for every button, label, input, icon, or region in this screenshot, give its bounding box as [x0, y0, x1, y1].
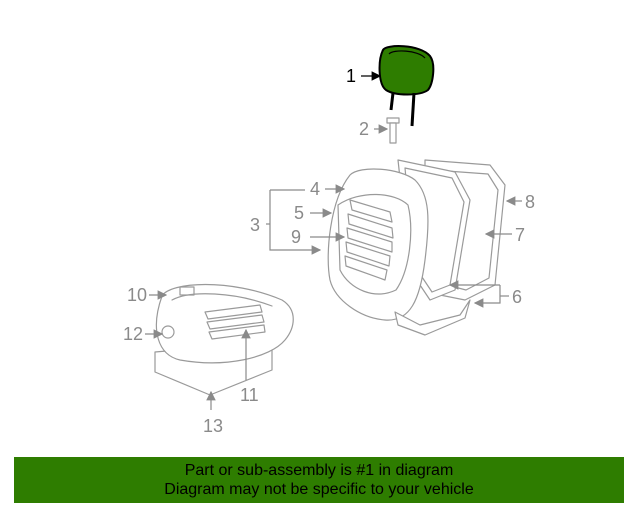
callout-1: 1 — [346, 66, 356, 86]
callout-5: 5 — [294, 203, 304, 223]
banner-line-2: Diagram may not be specific to your vehi… — [164, 481, 474, 498]
callout-13: 13 — [203, 416, 223, 436]
seat-cushion-assembly — [154, 283, 294, 396]
callout-4: 4 — [310, 179, 320, 199]
callout-3: 3 — [250, 215, 260, 235]
callout-labels: 1 2 3 4 5 6 7 8 9 10 12 11 13 — [123, 66, 535, 436]
headrest-guide-part-2 — [386, 117, 400, 144]
callout-11: 11 — [240, 385, 259, 405]
seat-back-frame — [327, 159, 506, 336]
callout-7: 7 — [515, 225, 525, 245]
callout-8: 8 — [525, 192, 535, 212]
callout-9: 9 — [291, 227, 301, 247]
leader-lines — [145, 71, 522, 410]
headrest-part-1[interactable] — [378, 45, 435, 127]
callout-10: 10 — [127, 285, 147, 305]
callout-6: 6 — [512, 287, 522, 307]
callout-2: 2 — [359, 119, 369, 139]
banner-line-1: Part or sub-assembly is #1 in diagram — [184, 462, 454, 479]
info-banner: Part or sub-assembly is #1 in diagram Di… — [14, 457, 624, 503]
callout-12: 12 — [123, 324, 143, 344]
